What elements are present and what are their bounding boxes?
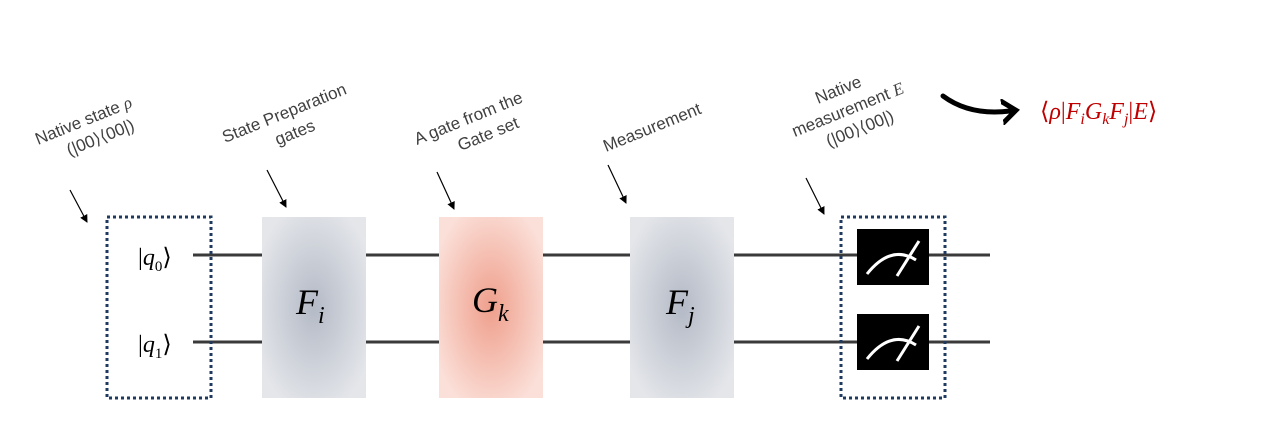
label-native-measurement: Native measurement E (|00⟩⟨00|)	[781, 56, 919, 161]
gate-gk-label: Gk	[472, 280, 509, 327]
label-state-prep: State Preparation gates	[219, 78, 361, 167]
meter-icon	[857, 314, 929, 370]
pointer-arrow-state-prep	[266, 169, 287, 208]
gate-gk	[439, 217, 543, 398]
pointer-arrow-native-state	[69, 189, 88, 223]
gate-fi-label: Fi	[295, 282, 325, 329]
result-expression: ⟨ρ|FiGkFj|E⟩	[1040, 99, 1157, 128]
pointer-arrow-measurement	[607, 164, 627, 204]
result-arrow	[940, 93, 1010, 112]
label-measurement: Measurement	[600, 99, 704, 156]
gate-fj-label: Fj	[665, 282, 695, 329]
gate-fi	[262, 217, 366, 398]
gate-fj	[630, 217, 734, 398]
native-measurement-box	[839, 215, 947, 400]
label-gate-from-set: A gate from the Gate set	[411, 86, 538, 169]
qubit-label-q1: |q1⟩	[138, 332, 172, 362]
meter-icon	[857, 229, 929, 285]
qubit-label-q0: |q0⟩	[138, 245, 172, 275]
label-native-state: Native state ρ (|00⟩⟨00|)	[32, 91, 147, 169]
pointer-arrow-native-measurement	[805, 177, 825, 215]
pointer-arrow-gate	[436, 171, 455, 210]
native-state-box	[105, 215, 213, 400]
